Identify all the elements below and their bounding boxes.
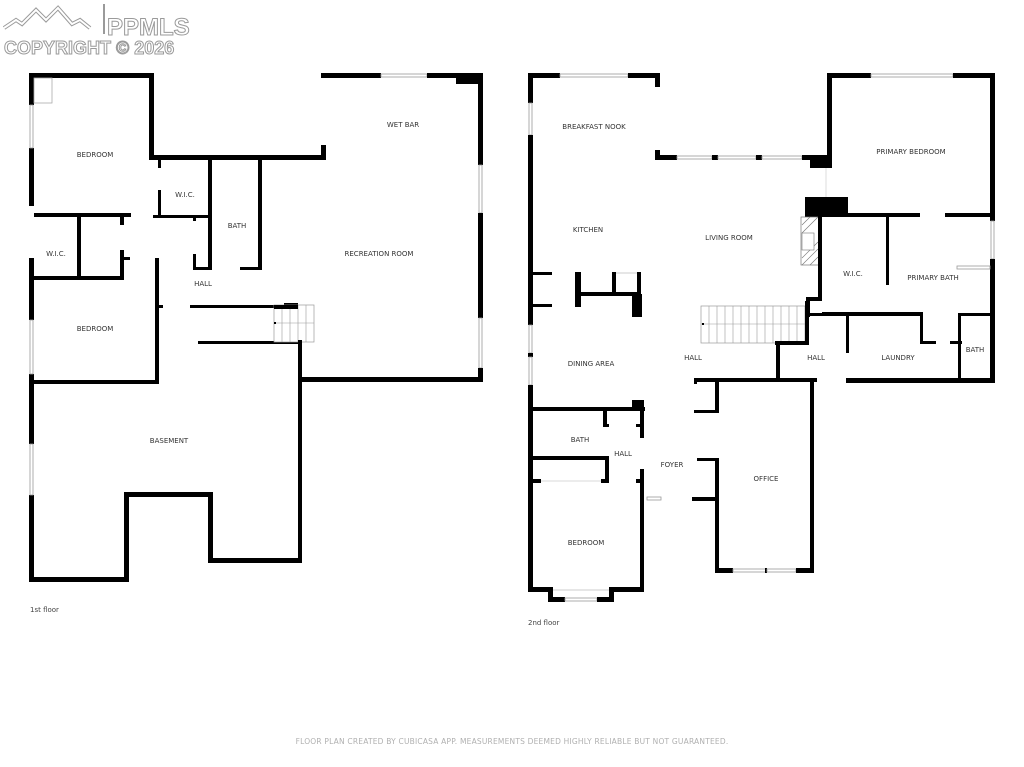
room-label: HALL xyxy=(194,280,212,288)
room-label: W.I.C. xyxy=(175,191,195,199)
room-label: BATH xyxy=(966,346,985,354)
room-label: W.I.C. xyxy=(46,250,66,258)
room-label: DINING AREA xyxy=(568,360,615,368)
room-label: BATH xyxy=(571,436,590,444)
logo-brand-text: PPMLS xyxy=(107,14,191,42)
first-floor-label: 1st floor xyxy=(30,606,59,614)
room-label: HALL xyxy=(807,354,825,362)
room-label: BEDROOM xyxy=(77,151,114,159)
room-label: FOYER xyxy=(661,461,684,469)
first-floor-plan xyxy=(29,73,483,582)
room-label: W.I.C. xyxy=(843,270,863,278)
logo-copyright-text: COPYRIGHT © 2026 xyxy=(3,38,175,59)
room-label: HALL xyxy=(684,354,702,362)
room-labels: BEDROOM W.I.C. BATH W.I.C. HALL BEDROOM … xyxy=(46,121,984,547)
footer-disclaimer: FLOOR PLAN CREATED BY CUBICASA APP. MEAS… xyxy=(295,737,729,746)
room-label: BASEMENT xyxy=(150,437,189,445)
room-label: OFFICE xyxy=(754,475,779,483)
room-label: RECREATION ROOM xyxy=(345,250,414,258)
mountain-logo-icon xyxy=(2,5,92,30)
room-label: PRIMARY BATH xyxy=(907,274,958,282)
room-label: LIVING ROOM xyxy=(705,234,753,242)
second-floor-plan xyxy=(528,73,995,602)
second-floor-label: 2nd floor xyxy=(528,619,560,627)
room-label: PRIMARY BEDROOM xyxy=(876,148,945,156)
logo-divider xyxy=(103,4,105,34)
room-label: LAUNDRY xyxy=(881,354,915,362)
room-label: WET BAR xyxy=(387,121,419,129)
room-label: BEDROOM xyxy=(568,539,605,547)
ppmls-watermark: PPMLS COPYRIGHT © 2026 xyxy=(2,2,207,60)
room-label: KITCHEN xyxy=(573,226,603,234)
room-label: BATH xyxy=(228,222,247,230)
room-label: HALL xyxy=(614,450,632,458)
room-label: BREAKFAST NOOK xyxy=(562,123,626,131)
room-label: BEDROOM xyxy=(77,325,114,333)
